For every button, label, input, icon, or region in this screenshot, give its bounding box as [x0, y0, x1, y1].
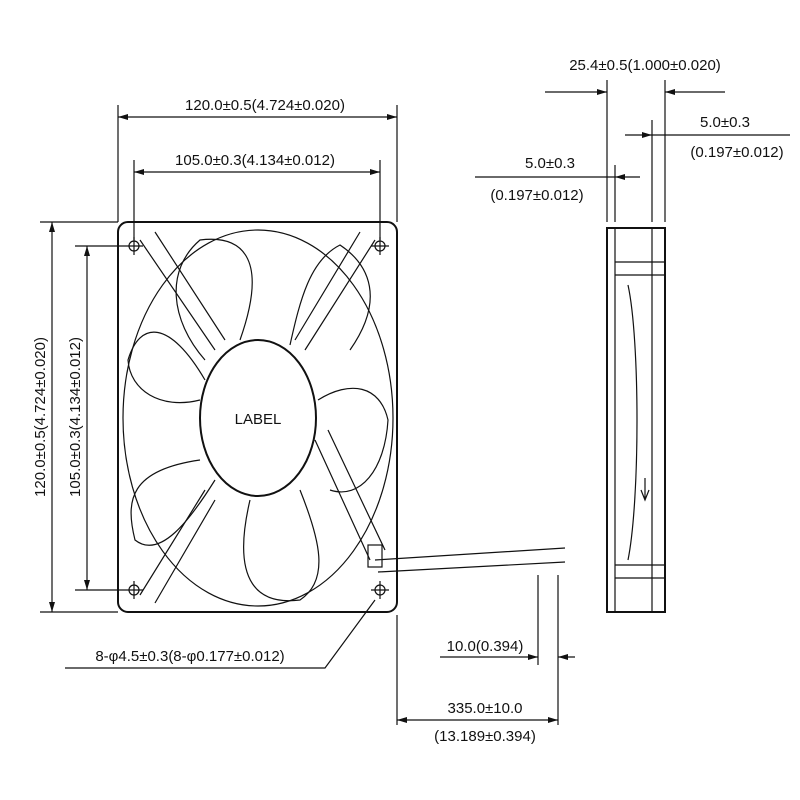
mounting-holes	[125, 237, 389, 599]
dim-mount-holes: 8-φ4.5±0.3(8-φ0.177±0.012)	[95, 648, 284, 665]
dim-flange-left-in: (0.197±0.012)	[490, 187, 583, 204]
dim-lead-length-mm: 335.0±10.0	[448, 700, 523, 717]
dim-wire-strip: 10.0(0.394)	[447, 638, 524, 655]
dim-flange-right-mm: 5.0±0.3	[700, 114, 750, 131]
hub-label: LABEL	[235, 411, 282, 428]
dim-overall-width: 120.0±0.5(4.724±0.020)	[185, 97, 345, 114]
dim-flange-left-mm: 5.0±0.3	[525, 155, 575, 172]
side-frame	[606, 227, 666, 613]
hub	[199, 339, 317, 497]
frame-struts	[139, 231, 386, 604]
dimension-labels: 120.0±0.5(4.724±0.020) 105.0±0.3(4.134±0…	[32, 57, 784, 745]
dim-thickness: 25.4±0.5(1.000±0.020)	[569, 57, 721, 74]
dim-lead-length-in: (13.189±0.394)	[434, 728, 536, 745]
dim-hole-spacing-width: 105.0±0.3(4.134±0.012)	[175, 152, 335, 169]
fan-frame	[117, 221, 398, 613]
lead-wires	[367, 544, 566, 573]
side-view	[606, 227, 666, 613]
dim-hole-spacing-height: 105.0±0.3(4.134±0.012)	[67, 337, 84, 497]
front-view: LABEL	[117, 221, 566, 613]
dimensions	[40, 80, 790, 725]
fan-opening	[122, 229, 394, 607]
dim-overall-height: 120.0±0.5(4.724±0.020)	[32, 337, 49, 497]
dim-flange-right-in: (0.197±0.012)	[690, 144, 783, 161]
